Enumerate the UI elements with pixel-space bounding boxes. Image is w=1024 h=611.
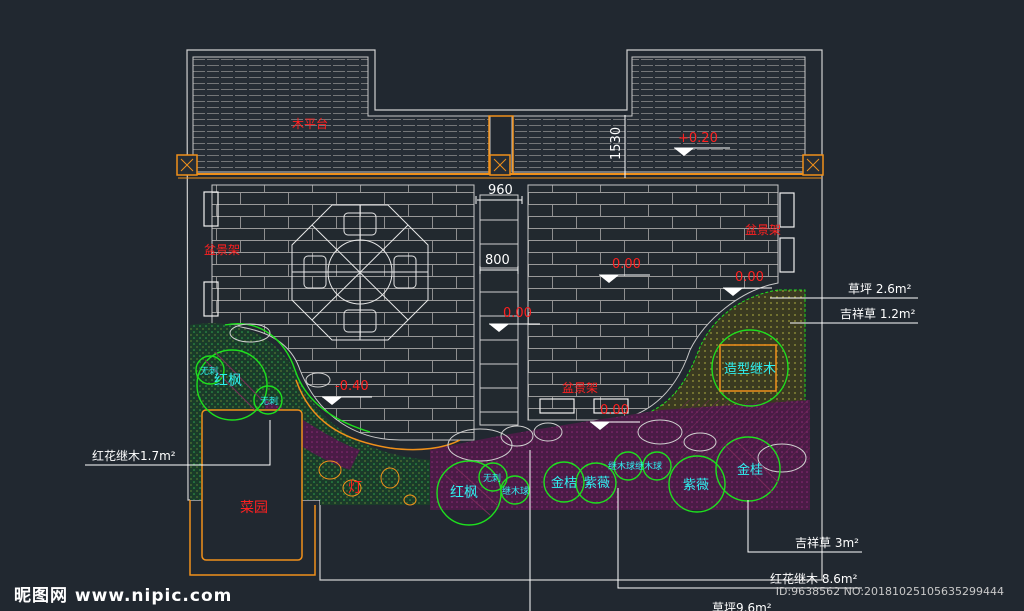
dim-960: 960 (488, 183, 513, 198)
callout-honghua-bottom: 红花继木 8.6m² (770, 571, 858, 586)
callout-honghua-left: 红花继木1.7m² (92, 448, 176, 463)
level-top-right: +0.20 (678, 131, 718, 146)
post-left (176, 154, 198, 176)
orange-path-edge (295, 379, 461, 451)
level-lines (322, 147, 772, 423)
lawn-right (649, 289, 806, 413)
label-planter-bottom: 盆景架 (562, 381, 598, 395)
topiary-box (719, 344, 777, 392)
plant-jimuqiu-row: 继木球继木球 (608, 460, 662, 472)
post-middle (489, 154, 511, 176)
dim-800: 800 (485, 253, 510, 268)
plant-ziwei-2: 紫薇 (683, 478, 709, 493)
paving-right (527, 184, 779, 421)
plant-wuci-3: 无刺 (483, 473, 501, 484)
level-path: 0.00 (503, 306, 532, 321)
planters (203, 191, 795, 414)
plant-wuci-2: 无刺 (260, 396, 278, 407)
leader-lines (85, 297, 918, 611)
watermark-bar: 昵图网 www.nipic.com ID:9638562 NO:20181025… (0, 577, 1024, 611)
plant-jinju: 金桔 (551, 475, 577, 491)
tree-hatches (204, 351, 779, 516)
label-planter-left: 盆景架 (204, 243, 240, 257)
plant-zaoxing: 造型继木 (724, 362, 776, 377)
post-right (802, 154, 824, 176)
callout-jixiangcao-2: 吉祥草 3m² (795, 536, 859, 550)
gazebo (291, 204, 429, 341)
trees (195, 329, 789, 526)
callout-caoping: 草坪 2.6m² (848, 282, 912, 296)
watermark-site: 昵图网 www.nipic.com (14, 586, 233, 606)
label-planter-right: 盆景架 (745, 223, 781, 237)
bottom-hatch (680, 400, 810, 460)
plant-ziwei-1: 紫薇 (584, 476, 610, 491)
paving-left (211, 184, 475, 441)
level-bottom: 0.00 (600, 403, 629, 418)
vegetable-garden (201, 409, 303, 561)
level-markers (322, 148, 743, 430)
label-lamp: 灯 (348, 480, 362, 496)
stones (229, 323, 807, 506)
dimension-lines (475, 115, 626, 274)
plant-hongfeng-1: 红枫 (214, 373, 242, 389)
level-right: 0.00 (735, 270, 764, 285)
callout-cut-off: 草坪9.6m² (712, 601, 772, 611)
dim-1530: 1530 (609, 127, 624, 160)
plant-guihua: 金桂 (737, 462, 763, 478)
watermark-id: ID:9638562 NO:20181025105635299444 (775, 585, 1004, 598)
deck-left (192, 56, 491, 173)
pond-edge (224, 323, 371, 433)
label-deck: 木平台 (292, 116, 328, 131)
deck-right (511, 56, 806, 173)
level-center: 0.00 (612, 257, 641, 272)
callout-jixiangcao-1: 吉祥草 1.2m² (840, 307, 916, 321)
level-pond: -0.40 (335, 379, 369, 394)
stepping-path (479, 194, 519, 426)
plant-jimuqiu: 继木球 (502, 485, 529, 497)
plant-hongfeng-2: 红枫 (450, 485, 478, 501)
plant-wuci-1: 无刺 (200, 366, 218, 377)
path-steps (480, 219, 518, 413)
vegetable-garden-border (189, 500, 316, 576)
label-vegetable-garden: 菜园 (240, 500, 268, 516)
